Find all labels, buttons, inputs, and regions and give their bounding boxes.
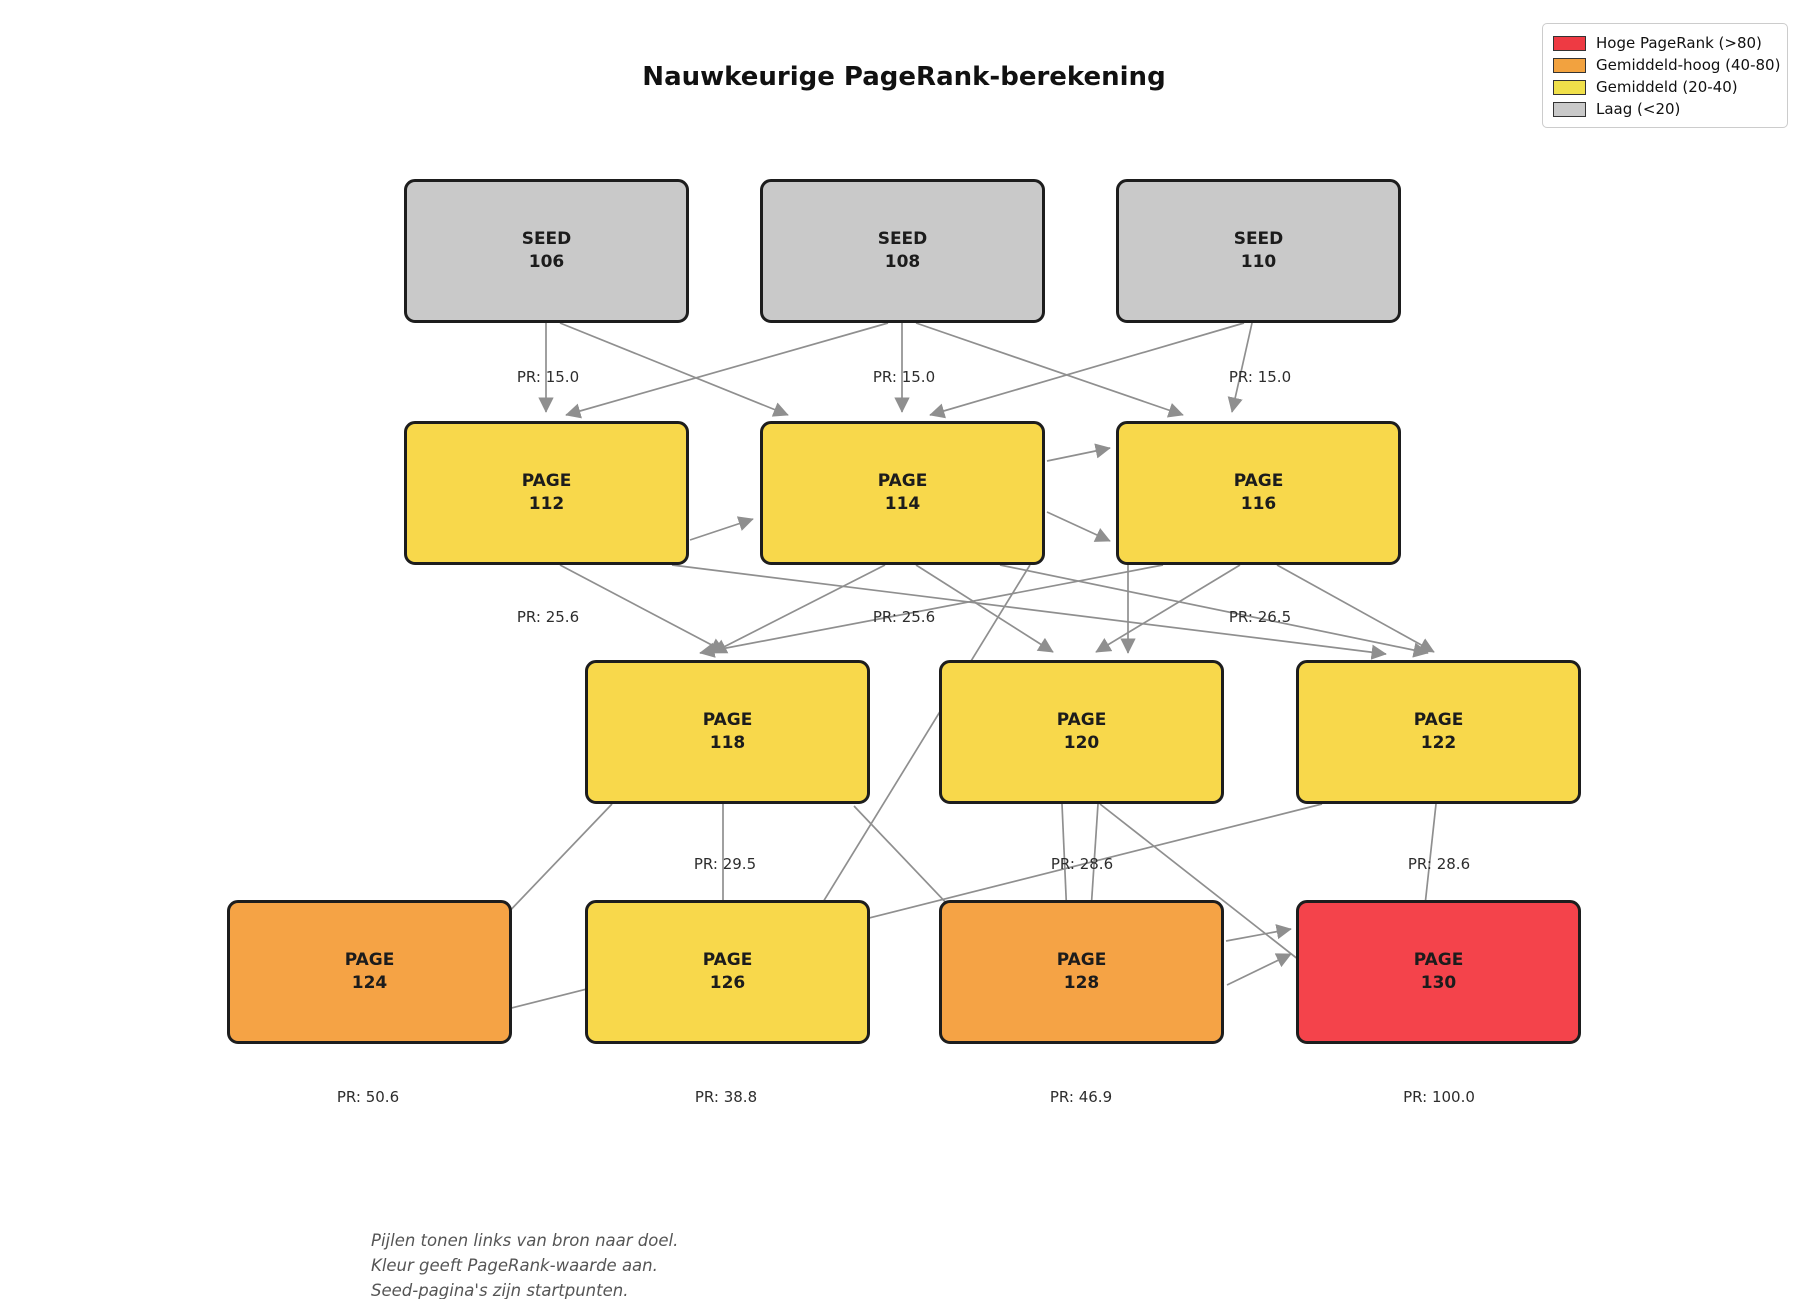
node-page-130: PAGE 130	[1296, 900, 1581, 1044]
node-page-114: PAGE 114	[760, 421, 1045, 565]
node-number-label: 112	[528, 494, 565, 514]
pr-value-label: PR: 38.8	[694, 1088, 758, 1106]
legend-item-label: Gemiddeld (20-40)	[1596, 78, 1738, 96]
edge-116-to-122	[1276, 564, 1435, 653]
diagram-title: Nauwkeurige PageRank-berekening	[642, 62, 1166, 92]
node-seed-108: SEED 108	[760, 179, 1045, 323]
legend-swatch-icon	[1553, 101, 1586, 117]
edge-116-to-118	[699, 564, 1164, 658]
edge-114-to-116	[1046, 443, 1111, 462]
edge-112-to-118	[559, 564, 726, 653]
footer-note: Pijlen tonen links van bron naar doel. K…	[371, 1228, 678, 1299]
node-kind-label: PAGE	[1056, 950, 1107, 970]
edge-108-to-116	[915, 322, 1184, 418]
pr-value-label: PR: 28.6	[1407, 855, 1471, 873]
pr-value-label: PR: 15.0	[516, 368, 580, 386]
legend-swatch-icon	[1553, 57, 1586, 73]
pr-value-label: PR: 50.6	[336, 1088, 400, 1106]
pr-value-label: PR: 15.0	[872, 368, 936, 386]
edge-108-to-112	[565, 322, 889, 419]
pr-value-label: PR: 25.6	[872, 608, 936, 626]
node-kind-label: PAGE	[344, 950, 395, 970]
legend-item-label: Gemiddeld-hoog (40-80)	[1596, 56, 1781, 74]
pr-value-label: PR: 15.0	[1228, 368, 1292, 386]
node-number-label: 106	[528, 252, 565, 272]
edge-114-to-116	[1046, 511, 1111, 542]
node-kind-label: SEED	[1233, 229, 1284, 249]
footer-line-3: Seed-pagina's zijn startpunten.	[371, 1281, 629, 1299]
node-kind-label: PAGE	[1413, 950, 1464, 970]
edge-128-to-130	[1226, 953, 1292, 986]
node-page-112: PAGE 112	[404, 421, 689, 565]
node-number-label: 118	[709, 733, 746, 753]
edge-116-to-120	[1095, 564, 1241, 653]
edge-114-to-122	[999, 564, 1429, 658]
node-number-label: 114	[884, 494, 921, 514]
node-kind-label: PAGE	[877, 471, 928, 491]
legend-swatch-icon	[1553, 79, 1586, 95]
pr-value-label: PR: 25.6	[516, 608, 580, 626]
node-seed-110: SEED 110	[1116, 179, 1401, 323]
footer-line-2: Kleur geeft PageRank-waarde aan.	[371, 1256, 658, 1275]
node-kind-label: PAGE	[1233, 471, 1284, 491]
node-number-label: 120	[1063, 733, 1100, 753]
node-number-label: 108	[884, 252, 921, 272]
pr-value-label: PR: 46.9	[1049, 1088, 1113, 1106]
edge-110-to-114	[929, 322, 1245, 419]
edge-112-to-114	[689, 516, 754, 541]
node-number-label: 122	[1420, 733, 1457, 753]
node-kind-label: SEED	[877, 229, 928, 249]
node-page-126: PAGE 126	[585, 900, 870, 1044]
legend-item-label: Hoge PageRank (>80)	[1596, 34, 1762, 52]
legend-item-label: Laag (<20)	[1596, 100, 1681, 118]
edge-110-to-116	[1227, 322, 1253, 413]
legend-item: Hoge PageRank (>80)	[1553, 32, 1777, 54]
node-kind-label: SEED	[521, 229, 572, 249]
legend-items: Hoge PageRank (>80) Gemiddeld-hoog (40-80…	[1553, 32, 1781, 120]
node-kind-label: PAGE	[521, 471, 572, 491]
pr-value-label: PR: 26.5	[1228, 608, 1292, 626]
footer-line-1: Pijlen tonen links van bron naar doel.	[371, 1231, 679, 1250]
node-kind-label: PAGE	[702, 710, 753, 730]
node-number-label: 128	[1063, 973, 1100, 993]
node-kind-label: PAGE	[1056, 710, 1107, 730]
node-kind-label: PAGE	[702, 950, 753, 970]
edge-114-to-120	[915, 564, 1054, 653]
node-page-116: PAGE 116	[1116, 421, 1401, 565]
node-page-118: PAGE 118	[585, 660, 870, 804]
node-number-label: 124	[351, 973, 388, 993]
node-page-128: PAGE 128	[939, 900, 1224, 1044]
edge-114-to-118	[711, 564, 886, 654]
legend-swatch-icon	[1553, 35, 1586, 51]
node-page-122: PAGE 122	[1296, 660, 1581, 804]
node-number-label: 130	[1420, 973, 1457, 993]
legend: Hoge PageRank (>80) Gemiddeld-hoog (40-80…	[1542, 23, 1788, 128]
node-page-120: PAGE 120	[939, 660, 1224, 804]
node-kind-label: PAGE	[1413, 710, 1464, 730]
pr-value-label: PR: 100.0	[1403, 1088, 1475, 1106]
node-page-124: PAGE 124	[227, 900, 512, 1044]
node-number-label: 110	[1240, 252, 1277, 272]
edge-128-to-130	[1225, 924, 1292, 942]
pr-value-label: PR: 28.6	[1050, 855, 1114, 873]
node-seed-106: SEED 106	[404, 179, 689, 323]
legend-item: Laag (<20)	[1553, 98, 1777, 120]
legend-item: Gemiddeld (20-40)	[1553, 76, 1777, 98]
edge-106-to-114	[559, 322, 789, 417]
legend-item: Gemiddeld-hoog (40-80)	[1553, 54, 1781, 76]
pr-value-label: PR: 29.5	[693, 855, 757, 873]
node-number-label: 116	[1240, 494, 1277, 514]
node-number-label: 126	[709, 973, 746, 993]
edge-112-to-122	[671, 564, 1387, 660]
